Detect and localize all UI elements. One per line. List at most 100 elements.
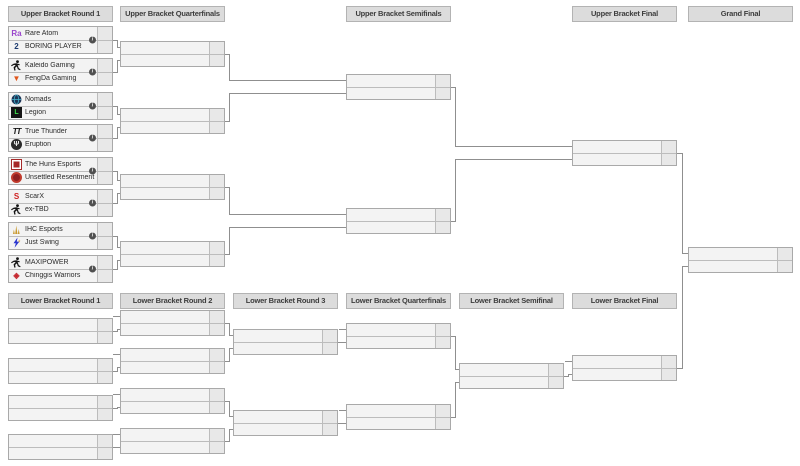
bracket-connector-line [117, 170, 118, 182]
bracket-connector-line [568, 373, 569, 377]
score-cell [97, 190, 112, 203]
bracket-connector-line [565, 361, 572, 363]
match-info-icon[interactable]: i [89, 167, 96, 175]
team-slot-empty [121, 349, 224, 362]
match-lb-r1-3 [8, 395, 113, 421]
team-slot-nomads[interactable]: Nomads [9, 93, 112, 107]
bracket-connector-line [229, 347, 230, 362]
bracket-connector-line [455, 381, 456, 418]
bracket-connector-line [117, 180, 120, 182]
score-cell [435, 75, 450, 87]
score-cell [322, 411, 337, 423]
match-info-icon[interactable]: i [89, 265, 96, 273]
match-lb-qf-2 [346, 404, 451, 430]
header-upper-bracket-round-1: Upper Bracket Round 1 [8, 6, 113, 22]
team-slot-unsettled-resentment[interactable]: Unsettled Resentment [9, 171, 112, 184]
team-slot-empty [573, 141, 676, 154]
score-cell [97, 27, 112, 40]
bracket-connector-line [113, 330, 117, 332]
team-slot-empty [573, 153, 676, 165]
team-slot-empty [121, 187, 224, 199]
header-upper-bracket-quarterfinals: Upper Bracket Quarterfinals [120, 6, 225, 22]
match-info-icon[interactable]: i [89, 68, 96, 76]
match-info-icon[interactable]: i [89, 36, 96, 44]
match-lb-qf-1 [346, 323, 451, 349]
bracket-connector-line [229, 322, 230, 337]
bracket-connector-line [229, 80, 346, 82]
team-slot-empty [121, 54, 224, 66]
bracket-connector-line [568, 373, 572, 375]
fengda-gaming-logo-icon: ▼ [12, 74, 21, 84]
bracket-connector-line [229, 92, 230, 122]
team-slot-kaleido-gaming[interactable]: Kaleido Gaming [9, 59, 112, 73]
bracket-connector-line [113, 137, 117, 139]
team-slot-empty [121, 311, 224, 324]
bracket-connector-line [225, 120, 229, 122]
bracket-connector-line [117, 446, 120, 448]
bracket-connector-line [682, 152, 683, 255]
team-slot-empty [347, 405, 450, 418]
match-info-icon[interactable]: i [89, 102, 96, 110]
team-slot-the-huns-esports[interactable]: The Huns Esports [9, 158, 112, 172]
bracket-connector-line [677, 367, 682, 369]
team-slot-ihc-esports[interactable]: IHC Esports [9, 223, 112, 237]
bracket-connector-line [229, 226, 346, 228]
bracket-connector-line [455, 86, 456, 148]
score-cell [97, 359, 112, 371]
team-slot-ex-tbd[interactable]: ex-TBD [9, 203, 112, 216]
team-slot-maxipower[interactable]: MAXIPOWER [9, 256, 112, 270]
bracket-connector-line [338, 422, 342, 424]
team-slot-fengda-gaming[interactable]: ▼FengDa Gaming [9, 72, 112, 85]
team-name: MAXIPOWER [25, 258, 69, 266]
bracket-connector-line [451, 335, 455, 337]
bracket-connector-line [229, 226, 230, 255]
bracket-connector-line [113, 105, 117, 107]
team-slot-empty [573, 368, 676, 380]
bracket-connector-line [225, 186, 229, 188]
team-name: Just Swing [25, 239, 59, 247]
match-ub-qf-1 [120, 41, 225, 67]
team-slot-chinggis-warriors[interactable]: ◈Chinggis Warriors [9, 269, 112, 282]
unsettled-resentment-logo-icon [11, 172, 22, 184]
team-slot-empty [347, 87, 450, 99]
team-slot-empty [9, 396, 112, 409]
score-cell [209, 429, 224, 441]
match-lb-r1-2 [8, 358, 113, 384]
match-ub-qf-2 [120, 108, 225, 134]
team-slot-empty [460, 376, 563, 388]
nomads-logo-icon [11, 94, 22, 105]
bracket-connector-line [113, 316, 120, 318]
score-cell [97, 138, 112, 151]
eruption-logo-icon: Ψ [11, 139, 22, 151]
team-slot-empty [234, 342, 337, 354]
team-name: ScarX [25, 192, 45, 200]
team-slot-just-swing[interactable]: Just Swing [9, 236, 112, 249]
score-cell [97, 319, 112, 331]
match-info-icon[interactable]: i [89, 134, 96, 142]
score-cell [548, 364, 563, 376]
match-info-icon[interactable]: i [89, 232, 96, 240]
score-cell [97, 435, 112, 447]
score-cell [661, 368, 676, 380]
bracket-connector-line [117, 259, 120, 261]
match-lb-r2-2 [120, 348, 225, 374]
score-cell [97, 447, 112, 459]
score-cell [777, 260, 792, 272]
match-info-icon[interactable]: i [89, 199, 96, 207]
bracket-connector-line [451, 220, 455, 222]
ex-tbd-logo-icon [11, 204, 22, 215]
bracket-connector-line [113, 370, 117, 372]
